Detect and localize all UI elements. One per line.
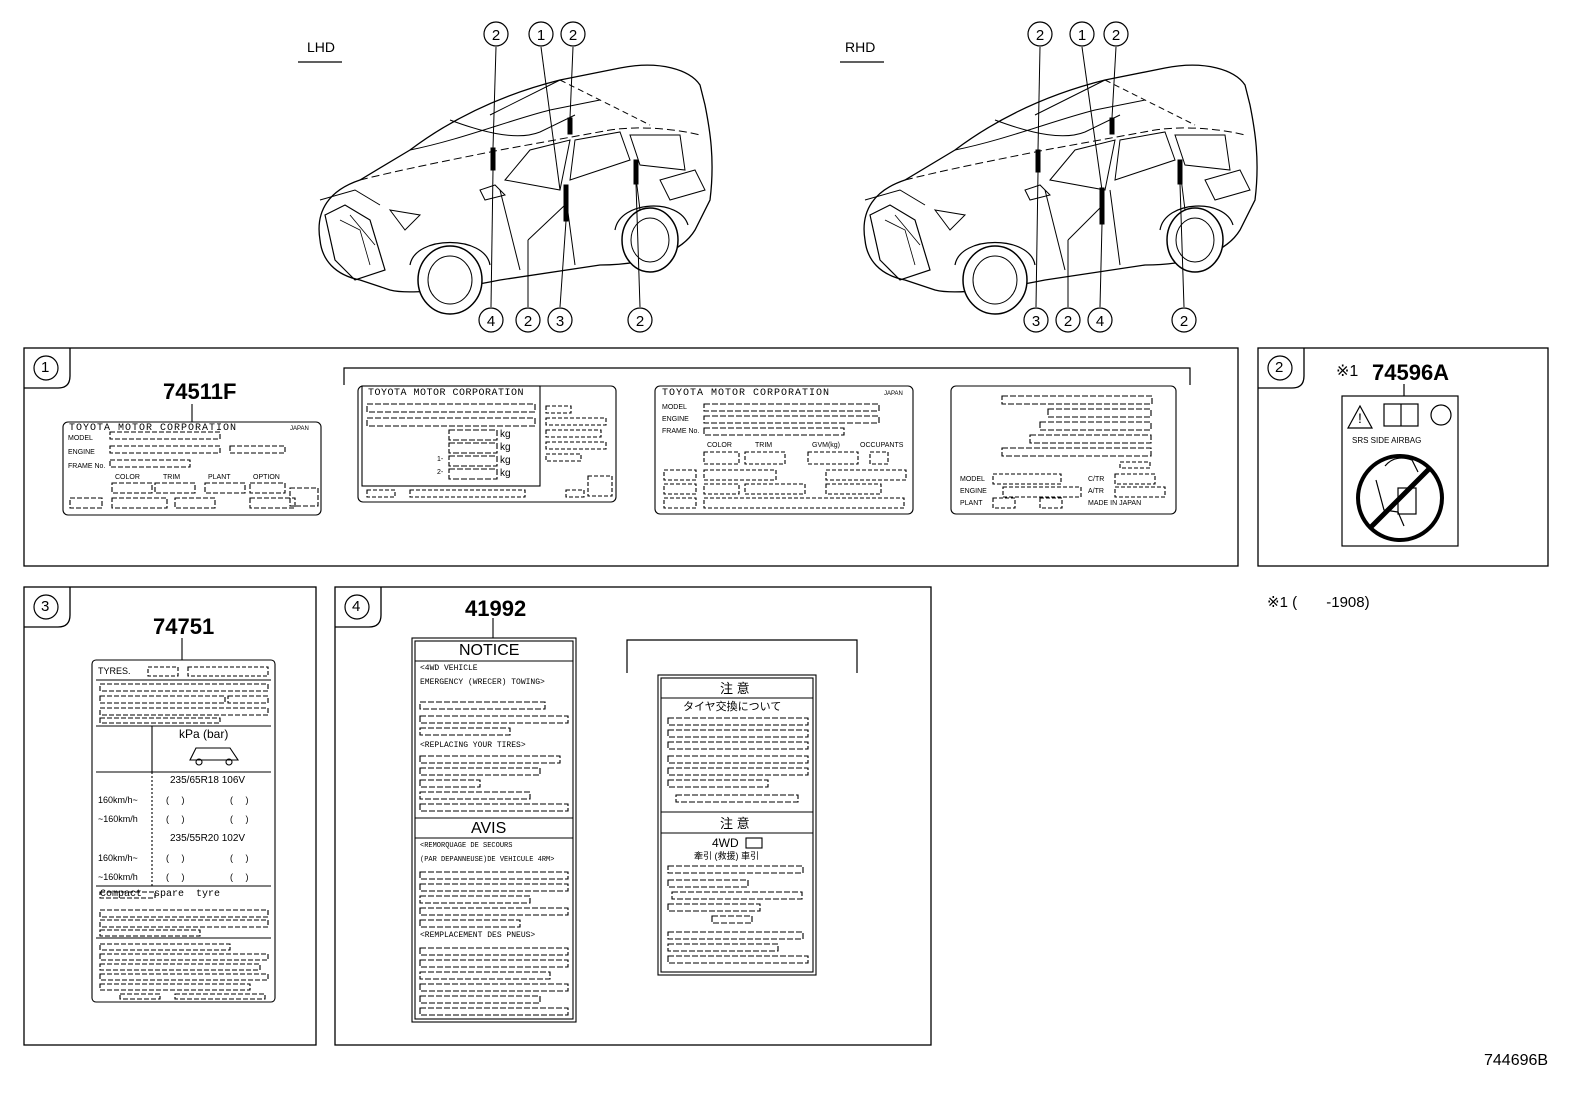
plate-d-right: MADE IN JAPAN [1088,500,1142,507]
pressure-bracket: ( ) [230,872,249,882]
plate-a-country: JAPAN [290,426,309,432]
plate-c-header: TOYOTA MOTOR CORPORATION [662,388,831,399]
tyre-size-2: 235/55R20 102V [170,833,246,844]
callout-lhd-bottom-3: 3 [556,313,564,330]
pressure-bracket: ( ) [230,814,249,824]
panel-1-number: 1 [41,359,50,376]
panel-3-frame [23,586,317,1046]
note-mark: ※1 [1336,363,1359,380]
plate-c-row: ENGINE [662,416,689,423]
part-number-74511F: 74511F [163,379,237,404]
jp-tow: 牽引 (救援) 車引 [694,851,759,861]
plate-a-row: FRAME No. [68,463,106,470]
plate-b-unit: kg [500,442,511,453]
callout-lhd-bottom-4: 2 [636,313,644,330]
jp-caution-2: 注 意 [720,816,750,831]
part-number-74596A: 74596A [1372,360,1450,385]
pressure-bracket: ( ) [230,853,249,863]
callout-rhd-bottom-2: 2 [1064,313,1072,330]
speed-label: ~160km/h [98,814,138,824]
plate-b-header: TOYOTA MOTOR CORPORATION [368,388,525,399]
pressure-bracket: ( ) [166,853,185,863]
jp-4wd: 4WD [712,836,739,850]
plate-c-col: TRIM [755,442,773,449]
speed-label: 160km/h~ [98,795,138,805]
notice-sub: <4WD VEHICLE [420,664,478,673]
plate-b-axle: 1- [437,456,444,463]
callout-rhd-top-1: 2 [1036,27,1044,44]
callout-lhd-top-3: 2 [569,27,577,44]
plate-b-unit: kg [500,429,511,440]
plate-b-unit: kg [500,468,511,479]
panel-4-number: 4 [352,598,361,615]
avis-title: AVIS [471,820,507,837]
plate-a-col: OPTION [253,474,280,481]
notice-sub: EMERGENCY (WRECER) TOWING> [420,678,545,687]
plate-d-row: PLANT [960,500,983,507]
panel-1-frame [23,347,1239,567]
plate-d-row: ENGINE [960,488,987,495]
plate-d-right: A/TR [1088,488,1104,495]
notice-sub: <REPLACING YOUR TIRES> [420,741,526,750]
plate-a-col: COLOR [115,474,140,481]
pressure-bracket: ( ) [230,795,249,805]
callout-lhd-bottom-2: 2 [524,313,532,330]
callout-rhd-bottom-4: 2 [1180,313,1188,330]
plate-c-row: FRAME No. [662,428,700,435]
avis-sub: <REMPLACEMENT DES PNEUS> [420,931,536,940]
plate-b-unit: kg [500,455,511,466]
callout-rhd-bottom-3: 4 [1096,313,1104,330]
tyres-label: TYRES. [98,666,131,676]
plate-a-row: ENGINE [68,449,95,456]
pressure-bracket: ( ) [166,872,185,882]
plate-c-col: GVM(kg) [812,442,840,449]
part-number-74751: 74751 [153,614,215,639]
panel-3-number: 3 [41,598,50,615]
callout-rhd-bottom-1: 3 [1032,313,1040,330]
spare-tyre-label: Compact spare tyre [100,889,221,900]
tyre-size-1: 235/65R18 106V [170,775,246,786]
panel-2-number: 2 [1275,359,1284,376]
plate-c-col: COLOR [707,442,732,449]
panel-2-frame [1257,347,1549,567]
callout-lhd-top-2: 1 [537,27,545,44]
srs-side-airbag-text: SRS SIDE AIRBAG [1352,436,1422,445]
speed-label: ~160km/h [98,872,138,882]
plate-a-header: TOYOTA MOTOR CORPORATION [69,423,238,434]
plate-b-axle: 2- [437,469,444,476]
panel-4-frame [334,586,932,1046]
svg-text:!: ! [1358,410,1362,426]
callout-circle [483,21,509,47]
pressure-bracket: ( ) [166,814,185,824]
avis-sub: <REMORQUAGE DE SECOURS [420,842,513,850]
callout-lhd-top-1: 2 [492,27,500,44]
part-number-41992: 41992 [465,596,527,621]
plate-a-col: PLANT [208,474,231,481]
callout-rhd-top-3: 2 [1112,27,1120,44]
speed-label: 160km/h~ [98,853,138,863]
jp-tire-change: タイヤ交換について [683,701,782,713]
jp-caution: 注 意 [720,681,750,696]
plate-c-country: JAPAN [884,391,903,397]
avis-sub: (PAR DEPANNEUSE)DE VEHICULE 4RM> [420,856,555,864]
plate-c-row: MODEL [662,404,687,411]
footnote: ※1 ( -1908) [1267,594,1370,611]
pressure-bracket: ( ) [166,795,185,805]
rhd-label: RHD [845,39,875,55]
pressure-unit: kPa (bar) [179,727,229,741]
plate-a-row: MODEL [68,435,93,442]
lhd-label: LHD [307,39,335,55]
callout-rhd-top-2: 1 [1078,27,1086,44]
drawing-number: 744696B [1484,1052,1549,1069]
notice-title: NOTICE [459,642,520,659]
vehicle-illustrations: LHD RHD [298,21,1258,333]
callout-lhd-bottom-1: 4 [487,313,495,330]
plate-d-row: MODEL [960,476,985,483]
plate-a-col: TRIM [163,474,181,481]
plate-c-col: OCCUPANTS [860,442,904,449]
plate-d-right: C/TR [1088,476,1105,483]
